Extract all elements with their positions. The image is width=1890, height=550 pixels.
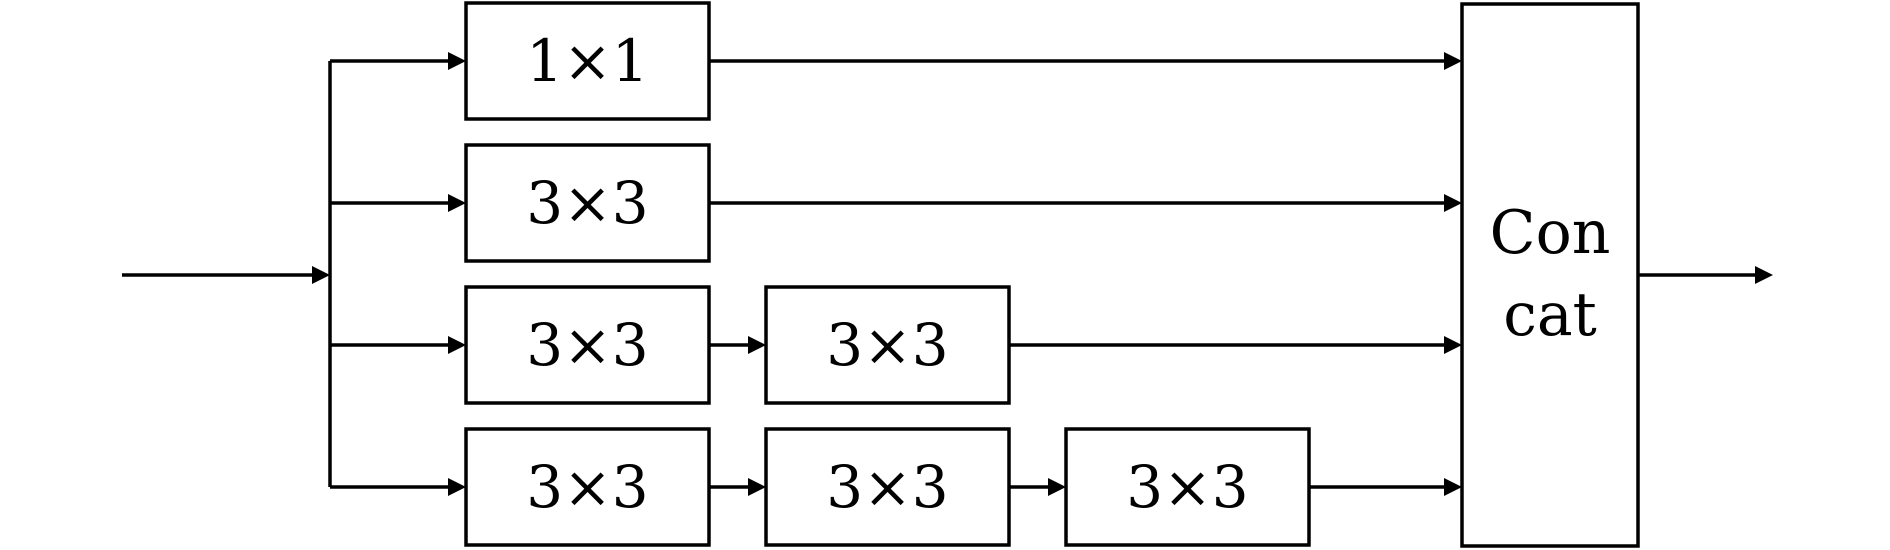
- conv-block-label: 3×3: [826, 453, 948, 521]
- conv-block-label: 3×3: [526, 311, 648, 379]
- conv-block-box: [764, 285, 1011, 405]
- convolution-blocks: 1×1 3×3 3×3 3×3 3×3 3×3 3×3: [464, 1, 1311, 547]
- concat-label-line2: cat: [1503, 280, 1597, 350]
- branch-4-link-2-arrow-arrowhead: [1048, 478, 1066, 496]
- branch-4-link-1-arrow-arrowhead: [748, 478, 766, 496]
- branch-3-entry-arrow-arrowhead: [448, 336, 466, 354]
- conv-block-label: 3×3: [526, 169, 648, 237]
- branch-1-conv-block-1: 1×1: [464, 1, 711, 121]
- conv-block-label: 3×3: [526, 453, 648, 521]
- concat-label-line1: Con: [1490, 198, 1611, 268]
- branch-4-conv-block-2: 3×3: [764, 427, 1011, 547]
- branch-2-entry-arrow-arrowhead: [448, 194, 466, 212]
- input-arrow-arrowhead: [312, 266, 330, 284]
- conv-block-box: [464, 285, 711, 405]
- branch-4-conv-block-3: 3×3: [1064, 427, 1311, 547]
- branch-3-conv-block-2: 3×3: [764, 285, 1011, 405]
- branch-1-entry-arrow-arrowhead: [448, 52, 466, 70]
- conv-block-label: 3×3: [826, 311, 948, 379]
- branch-2-to-concat-arrow-arrowhead: [1444, 194, 1462, 212]
- branch-2-conv-block-1: 3×3: [464, 143, 711, 263]
- branch-4-to-concat-arrow-arrowhead: [1444, 478, 1462, 496]
- branch-3-to-concat-arrow-arrowhead: [1444, 336, 1462, 354]
- concat-block: Con cat: [1460, 2, 1640, 548]
- conv-block-box: [1064, 427, 1311, 547]
- branch-3-conv-block-1: 3×3: [464, 285, 711, 405]
- conv-block-label: 3×3: [1126, 453, 1248, 521]
- conv-block-box: [464, 427, 711, 547]
- branch-4-conv-block-1: 3×3: [464, 427, 711, 547]
- branch-4-entry-arrow-arrowhead: [448, 478, 466, 496]
- branch-3-link-1-arrow-arrowhead: [748, 336, 766, 354]
- conv-block-box: [464, 143, 711, 263]
- conv-block-box: [464, 1, 711, 121]
- conv-block-label: 1×1: [526, 27, 648, 95]
- connector-lines: [122, 52, 1773, 496]
- conv-block-box: [764, 427, 1011, 547]
- branch-1-to-concat-arrow-arrowhead: [1444, 52, 1462, 70]
- output-arrow-arrowhead: [1755, 266, 1773, 284]
